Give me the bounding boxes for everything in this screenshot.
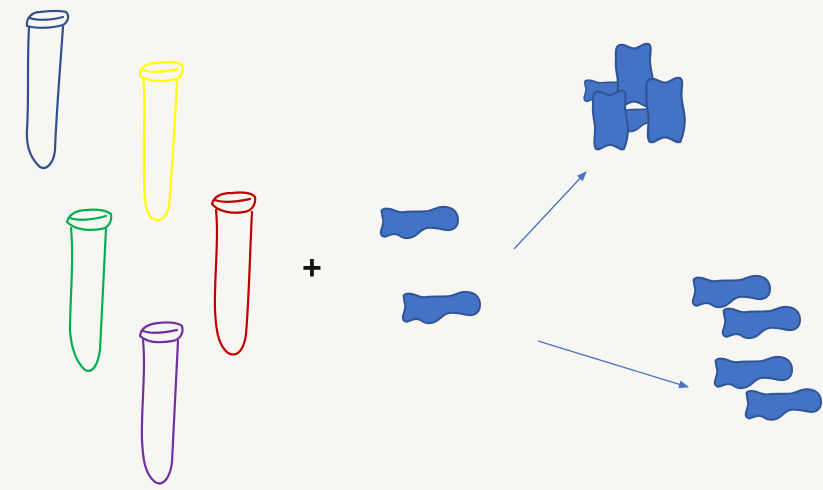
molecule [403,292,480,323]
molecule [646,78,685,142]
molecule [593,91,628,150]
arrow-to-aggregate [514,172,586,249]
red-tube [212,192,255,354]
arrow-to-dispersed [538,341,688,387]
aggregated-clump [584,44,685,150]
molecule [693,276,770,307]
molecule [723,307,800,338]
molecule [715,357,792,388]
molecule [746,389,821,420]
blue-tube [27,11,68,168]
yellow-tube [140,62,183,220]
molecule [381,207,458,238]
green-tube [67,210,111,371]
dispersed-molecules [693,276,821,420]
plus-sign: + [302,249,322,287]
purple-tube [140,322,183,483]
